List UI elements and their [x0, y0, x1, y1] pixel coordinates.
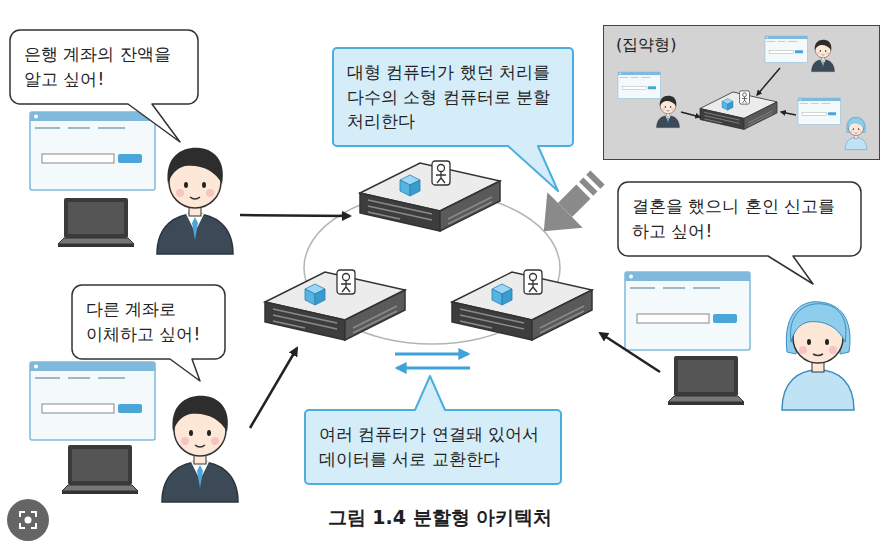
inset-ground	[603, 25, 880, 160]
client-top-left	[30, 112, 233, 254]
lens-icon	[7, 499, 49, 541]
inset-illustration-part	[618, 72, 661, 99]
client-right-part	[668, 356, 744, 405]
inset-illustration-part	[845, 117, 867, 149]
speech-bubble: 결혼을 했으니 혼인 신고를 하고 싶어!	[618, 182, 861, 256]
inset-illustration-part	[798, 98, 841, 125]
speech-bubble-shape	[618, 182, 861, 284]
concentrated-inset: (집약형)	[603, 25, 880, 160]
note-callout: 여러 컴퓨터가 연결돼 있어서 데이터를 서로 교환한다	[305, 410, 561, 484]
lens-icon-part	[20, 512, 36, 528]
client-right-part	[625, 272, 750, 350]
note-callout: 대형 컴퓨터가 했던 처리를 다수의 소형 컴퓨터로 분할 처리한다	[333, 48, 573, 146]
transition-arrow-part	[526, 192, 583, 249]
inset-illustration-part	[700, 91, 777, 129]
server	[265, 270, 405, 340]
speech-bubble-text: 은행 계좌의 잔액을 알고 싶어!	[24, 42, 184, 91]
request-arrow	[250, 348, 297, 428]
speech-bubble-shape	[72, 285, 225, 381]
inset-illustration-part	[781, 112, 796, 115]
client-bottom-left	[30, 362, 238, 502]
request-arrow	[240, 215, 350, 216]
client-bottom-left-part	[30, 362, 155, 440]
inset-illustration-part	[757, 68, 780, 95]
client-bottom-left-part	[62, 445, 138, 494]
client-top-left-part	[58, 198, 134, 247]
speech-bubble-outline	[72, 285, 225, 359]
concentrated-inset-text: (집약형)	[616, 33, 867, 56]
speech-bubble-outline	[618, 182, 861, 256]
server	[360, 161, 500, 231]
note-callout-text: 여러 컴퓨터가 연결돼 있어서 데이터를 서로 교환한다	[319, 422, 547, 471]
client-right	[625, 272, 854, 410]
note-callout-shape	[333, 48, 573, 191]
note-callout-shape	[305, 376, 561, 484]
speech-bubble: 은행 계좌의 잔액을 알고 싶어!	[10, 30, 198, 104]
request-arrow	[600, 333, 660, 372]
figure-caption: 그림 1.4 분할형 아키텍처	[240, 505, 640, 530]
exchange-arrow	[395, 353, 468, 356]
speech-bubble-shape	[10, 30, 198, 142]
client-right-part	[782, 302, 854, 410]
speech-bubble-text: 다른 계좌로 이체하고 싶어!	[86, 297, 211, 346]
inset-illustration-part	[681, 112, 700, 117]
client-top-left-part	[157, 148, 233, 254]
lens-icon-part	[25, 517, 32, 524]
server	[452, 270, 592, 340]
note-callout-text: 대형 컴퓨터가 했던 처리를 다수의 소형 컴퓨터로 분할 처리한다	[347, 60, 559, 134]
speech-bubble: 다른 계좌로 이체하고 싶어!	[72, 285, 225, 359]
inset-illustration-part	[657, 96, 680, 128]
inset-illustration-part	[765, 36, 808, 63]
client-top-left-part	[30, 112, 155, 190]
client-bottom-left-part	[162, 396, 238, 502]
speech-bubble-text: 결혼을 했으니 혼인 신고를 하고 싶어!	[632, 194, 847, 243]
exchange-arrow	[397, 367, 470, 370]
note-callout-outline	[305, 410, 561, 484]
speech-bubble-outline	[10, 30, 198, 104]
inset-illustration-part	[812, 40, 835, 72]
lens-icon-part	[7, 499, 49, 541]
